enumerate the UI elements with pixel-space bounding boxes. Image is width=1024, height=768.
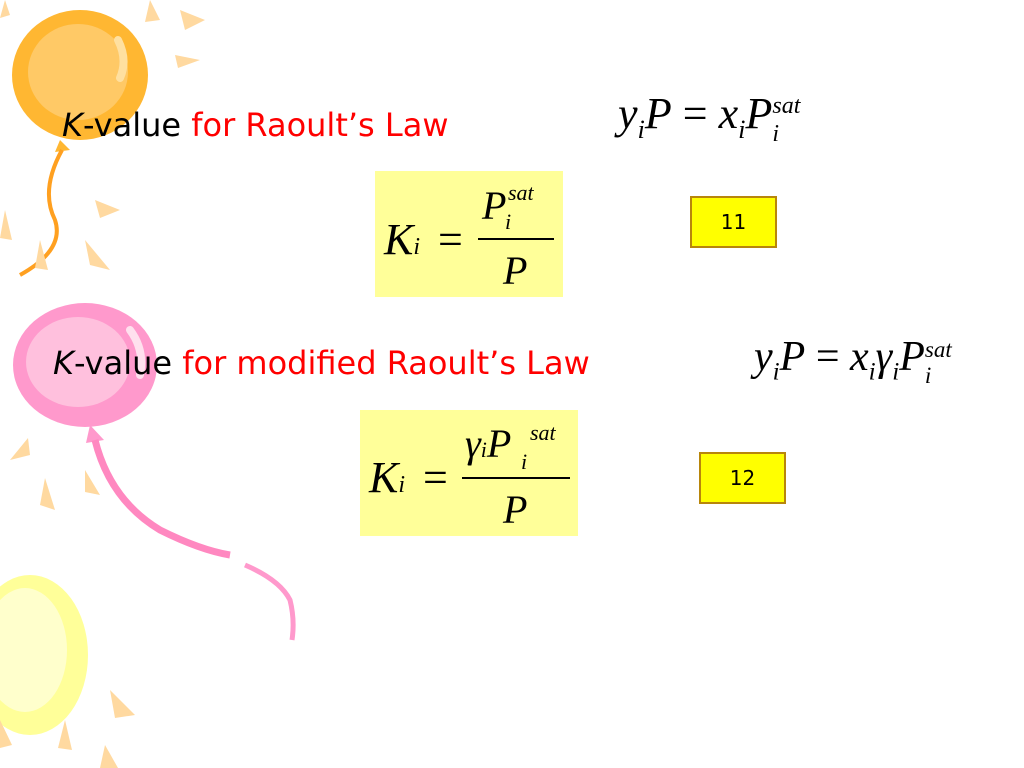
k-formula-box-1: [375, 171, 563, 297]
heading-modified-raoult: K-value for modified Raoult’s Law: [53, 344, 590, 382]
k-symbol-1: Ki: [384, 215, 421, 264]
value-text: -value: [73, 344, 183, 382]
numerator-sat-1: sat: [508, 180, 534, 205]
equation-number-12: 12: [699, 452, 786, 504]
denominator-1: P: [503, 248, 528, 293]
k-symbol-2: Ki: [369, 453, 406, 502]
fraction-line-1: [478, 238, 554, 240]
equation-number-11: 11: [690, 196, 777, 248]
value-text: -value: [82, 106, 192, 144]
orange-sun-balloon-icon: [0, 0, 205, 277]
fraction-line-2: [462, 477, 570, 479]
heading-raoult: K-value for Raoult’s Law: [62, 106, 448, 144]
equals-sign-2: =: [423, 453, 448, 502]
numerator-sat-2: sat: [530, 420, 556, 445]
numerator-1: P: [482, 183, 507, 228]
yellow-balloon-icon: [0, 575, 135, 768]
numerator-2: γiP: [465, 421, 512, 466]
modified-raoult-law-text: for modified Raoult’s Law: [182, 344, 590, 382]
pink-balloon-icon: [10, 303, 296, 641]
numerator-i-2: i: [521, 449, 528, 474]
raoult-law-text: for Raoult’s Law: [191, 106, 449, 144]
numerator-i-1: i: [505, 209, 512, 234]
equals-sign-1: =: [438, 215, 463, 264]
k-formula-box-2: [360, 410, 578, 536]
k-symbol: K: [62, 106, 83, 144]
k-symbol: K: [53, 344, 74, 382]
denominator-2: P: [503, 487, 528, 532]
